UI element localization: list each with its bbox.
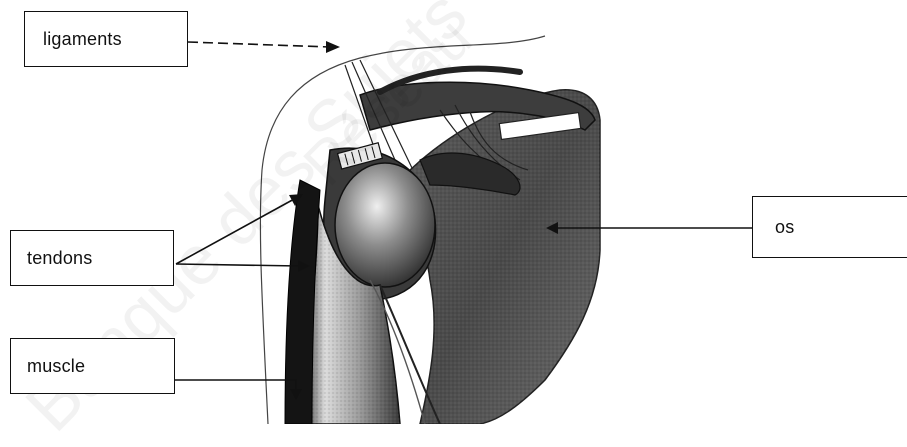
shoulder-diagram: Banque des Sujets d'Examens Réseau ligam…: [0, 0, 907, 424]
ligaments-arrowhead: [326, 41, 340, 53]
label-box-tendons: tendons: [10, 230, 174, 286]
label-tendons: tendons: [27, 248, 92, 269]
ligaments-leader: [188, 42, 330, 47]
label-os: os: [775, 217, 794, 238]
label-box-muscle: muscle: [10, 338, 175, 394]
label-box-os: os: [752, 196, 907, 258]
label-box-ligaments: ligaments: [24, 11, 188, 67]
muscle-leader: [175, 380, 296, 392]
label-muscle: muscle: [27, 356, 85, 377]
tendons-leader-lower: [176, 264, 300, 266]
label-ligaments: ligaments: [43, 29, 122, 50]
tendons-leader-upper: [176, 198, 296, 264]
humeral-head: [335, 163, 435, 287]
